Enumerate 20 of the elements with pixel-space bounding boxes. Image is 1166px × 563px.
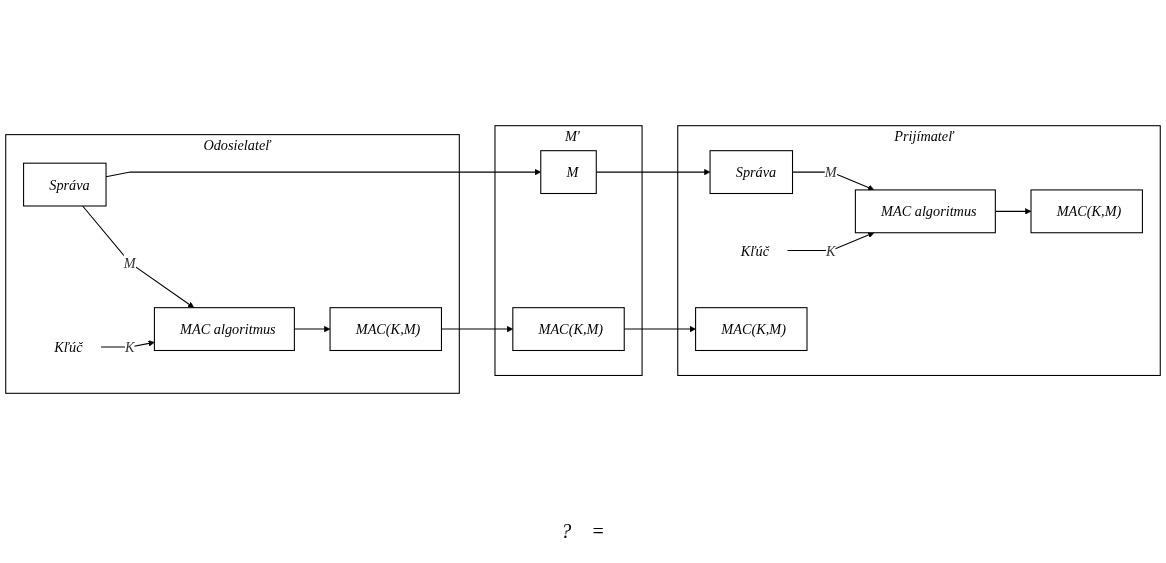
edge-label: K <box>826 243 836 259</box>
edge-label: M <box>123 255 136 272</box>
arrow <box>792 172 875 192</box>
node-box: MAC(K,M) <box>329 307 442 352</box>
node-text: Kľúč <box>740 243 769 259</box>
node-box: M <box>540 150 597 195</box>
arrow <box>786 232 875 252</box>
note-text: = <box>591 520 605 544</box>
arrow <box>82 205 195 309</box>
node-box: MAC(K,M) <box>1030 189 1143 234</box>
edge-label: M <box>824 164 837 181</box>
node-box: Správa <box>23 163 107 207</box>
node-text: Kľúč <box>54 339 83 356</box>
node-box: Správa <box>709 150 794 195</box>
edge-label: K <box>125 339 135 356</box>
node-box: MAC algoritmus <box>153 307 295 352</box>
note-text: ? <box>561 520 572 544</box>
node-box: MAC(K,M) <box>512 307 625 352</box>
node-box: MAC algoritmus <box>854 189 996 234</box>
node-box: MAC(K,M) <box>695 307 808 352</box>
